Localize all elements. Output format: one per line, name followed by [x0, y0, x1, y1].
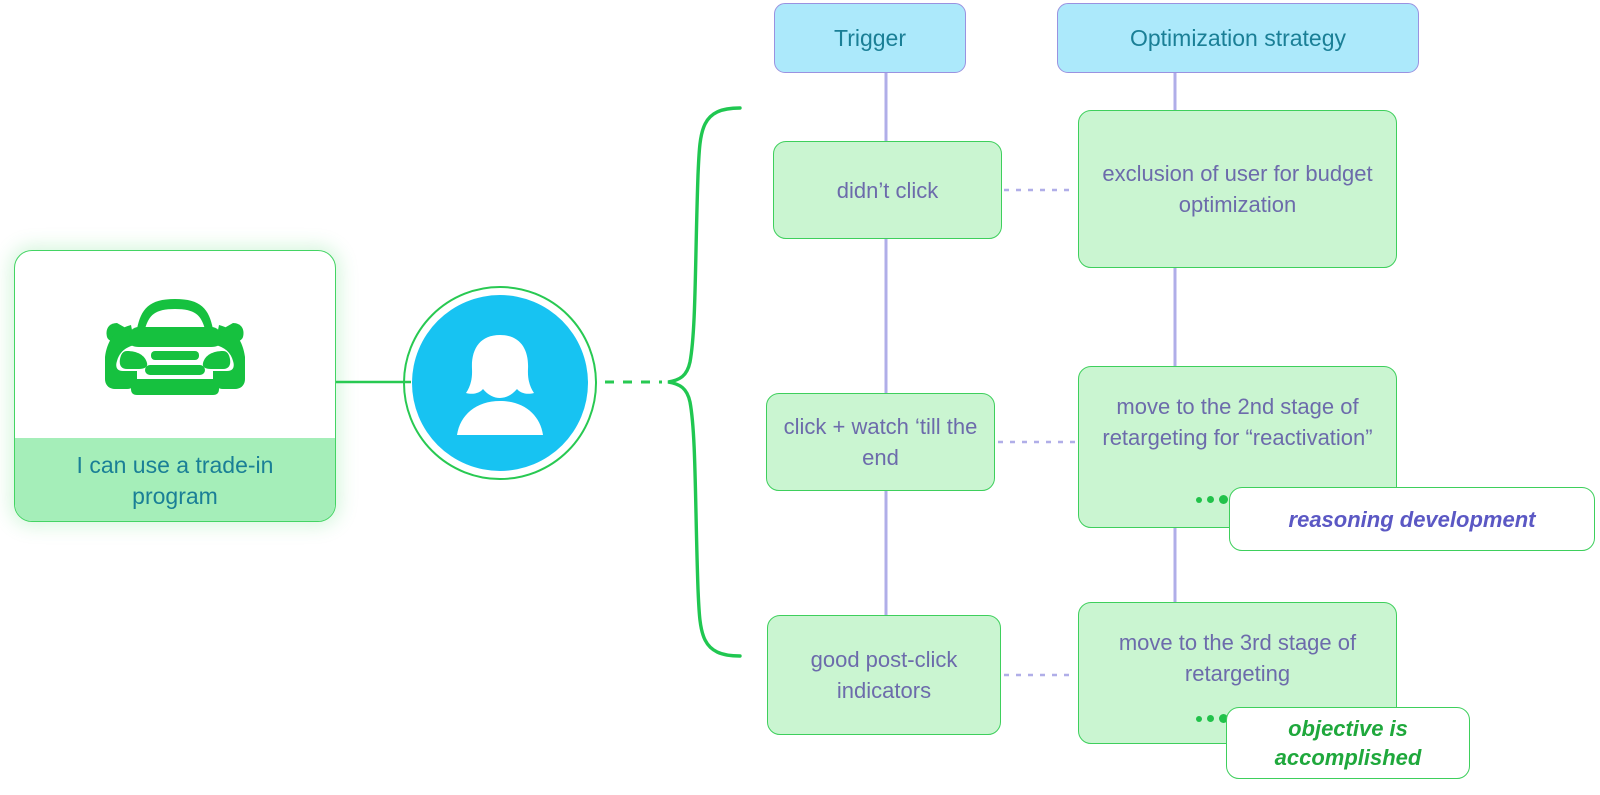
- more-dots-icon-row-2[interactable]: [1196, 495, 1228, 504]
- car-front-icon: [105, 298, 245, 395]
- user-avatar-icon: [457, 335, 543, 435]
- trigger-box-3[interactable]: good post-click indicators: [767, 615, 1001, 735]
- trigger-box-1[interactable]: didn’t click: [773, 141, 1002, 239]
- dot-1: [1196, 496, 1202, 503]
- column-header-trigger[interactable]: Trigger: [774, 3, 966, 73]
- strategy-box-3-label: move to the 3rd stage of retargeting: [1118, 630, 1357, 686]
- column-header-strategy[interactable]: Optimization strategy: [1057, 3, 1419, 73]
- more-dots-icon-row-3[interactable]: [1196, 714, 1228, 723]
- persona-icon-area: [15, 251, 335, 438]
- trigger-box-2[interactable]: click + watch ‘till the end: [766, 393, 995, 491]
- callout-objective-accomplished[interactable]: objective is accomplished: [1226, 707, 1470, 779]
- callout-reasoning-development-label: reasoning development: [1288, 506, 1536, 532]
- dot-3: [1219, 495, 1228, 504]
- column-header-trigger-label: Trigger: [834, 24, 906, 51]
- trigger-box-1-label: didn’t click: [836, 177, 939, 203]
- callout-reasoning-development[interactable]: reasoning development: [1229, 487, 1595, 551]
- curly-brace: [667, 106, 742, 658]
- dot-3: [1219, 714, 1228, 723]
- trigger-box-3-label: good post-click indicators: [810, 647, 958, 703]
- strategy-box-1[interactable]: exclusion of user for budget optimizatio…: [1078, 110, 1397, 268]
- persona-card[interactable]: I can use a trade-in program: [14, 250, 336, 522]
- column-header-strategy-label: Optimization strategy: [1129, 24, 1347, 51]
- persona-label: I can use a trade-in program: [76, 451, 274, 509]
- strategy-box-2-label: move to the 2nd stage of retargeting for…: [1102, 394, 1373, 450]
- avatar[interactable]: [412, 295, 588, 471]
- dot-2: [1207, 715, 1214, 722]
- dot-2: [1207, 496, 1214, 503]
- persona-label-area: I can use a trade-in program: [15, 438, 335, 521]
- callout-objective-accomplished-label: objective is accomplished: [1274, 716, 1422, 770]
- trigger-box-2-label: click + watch ‘till the end: [783, 414, 978, 470]
- strategy-box-1-label: exclusion of user for budget optimizatio…: [1102, 161, 1373, 217]
- dot-1: [1196, 715, 1202, 722]
- avatar-ring: [403, 286, 597, 480]
